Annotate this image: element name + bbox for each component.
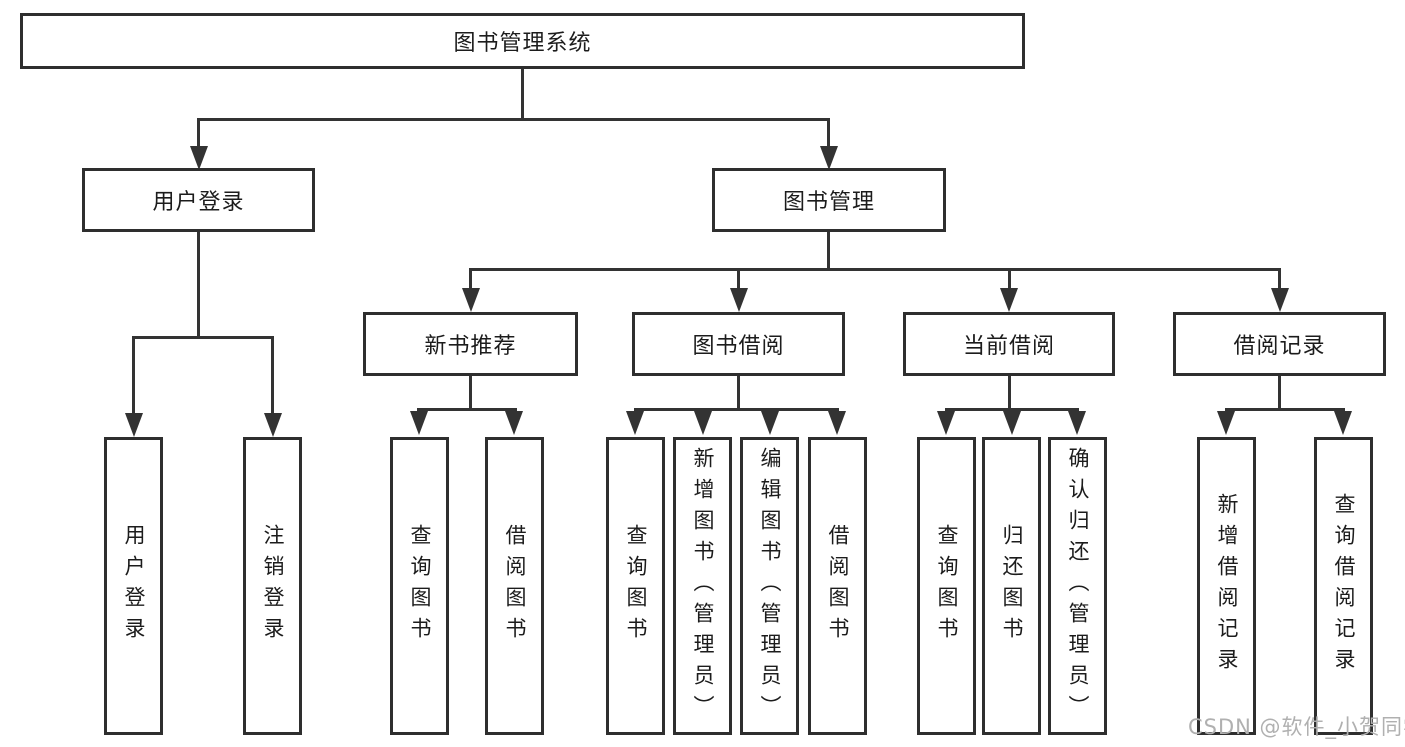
node-current-borrow: 当前借阅: [903, 312, 1115, 376]
connector-line: [737, 376, 740, 411]
node-label: 编辑图书（管理员）: [758, 446, 782, 726]
node-label: 注销登录: [261, 524, 285, 648]
leaf-query-borrow-record: 查询借阅记录: [1314, 437, 1373, 735]
connector-line: [469, 271, 472, 290]
arrowhead-icon: [937, 411, 955, 435]
arrowhead-icon: [694, 411, 712, 435]
connector-line: [469, 268, 1281, 271]
leaf-return-books: 归还图书: [982, 437, 1041, 735]
arrowhead-icon: [410, 411, 428, 435]
node-label: 借阅记录: [1233, 334, 1326, 359]
arrowhead-icon: [626, 411, 644, 435]
node-label: 用户登录: [152, 190, 245, 215]
leaf-edit-books-admin: 编辑图书（管理员）: [740, 437, 799, 735]
connector-line: [827, 232, 830, 271]
leaf-borrow-books: 借阅图书: [808, 437, 867, 735]
arrowhead-icon: [1003, 411, 1021, 435]
connector-line: [1008, 271, 1011, 290]
arrowhead-icon: [1217, 411, 1235, 435]
connector-line: [1225, 408, 1345, 411]
leaf-borrow-books: 借阅图书: [485, 437, 544, 735]
connector-line: [737, 271, 740, 290]
arrowhead-icon: [190, 146, 208, 170]
node-label: 当前借阅: [962, 334, 1055, 359]
connector-line: [197, 232, 200, 339]
arrowhead-icon: [1334, 411, 1352, 435]
connector-line: [521, 69, 524, 121]
node-label: 图书借阅: [692, 334, 785, 359]
arrowhead-icon: [1271, 288, 1289, 312]
node-label: 用户登录: [122, 524, 146, 648]
leaf-user-login: 用户登录: [104, 437, 163, 735]
node-label: 图书管理: [782, 190, 875, 215]
arrowhead-icon: [828, 411, 846, 435]
node-label: 新增借阅记录: [1215, 493, 1239, 679]
node-label: 归还图书: [1000, 524, 1024, 648]
connector-line: [197, 118, 830, 121]
arrowhead-icon: [1068, 411, 1086, 435]
connector-line: [1278, 376, 1281, 411]
arrowhead-icon: [1000, 288, 1018, 312]
connector-line: [469, 376, 472, 411]
node-label: 借阅图书: [826, 524, 850, 648]
node-label: 图书管理系统: [453, 31, 592, 56]
watermark: CSDN @软件_小贺同学: [1188, 715, 1405, 739]
connector-line: [197, 118, 200, 150]
leaf-query-books: 查询图书: [917, 437, 976, 735]
node-label: 查询图书: [935, 524, 959, 648]
leaf-add-borrow-record: 新增借阅记录: [1197, 437, 1256, 735]
arrowhead-icon: [505, 411, 523, 435]
node-label: 借阅图书: [503, 524, 527, 648]
node-label: 新增图书（管理员）: [691, 446, 715, 726]
arrowhead-icon: [820, 146, 838, 170]
connector-line: [417, 408, 517, 411]
node-book-management: 图书管理: [712, 168, 946, 232]
connector-line: [1278, 271, 1281, 290]
node-borrow-records: 借阅记录: [1173, 312, 1386, 376]
leaf-add-books-admin: 新增图书（管理员）: [673, 437, 732, 735]
leaf-logout: 注销登录: [243, 437, 302, 735]
node-label: 查询图书: [408, 524, 432, 648]
leaf-query-books: 查询图书: [606, 437, 665, 735]
node-label: 查询图书: [624, 524, 648, 648]
arrowhead-icon: [125, 413, 143, 437]
connector-line: [827, 118, 830, 150]
arrowhead-icon: [462, 288, 480, 312]
arrowhead-icon: [730, 288, 748, 312]
node-label: 新书推荐: [424, 334, 517, 359]
node-label: 查询借阅记录: [1332, 493, 1356, 679]
node-new-book-recommend: 新书推荐: [363, 312, 578, 376]
leaf-query-books: 查询图书: [390, 437, 449, 735]
connector-line: [132, 339, 135, 415]
node-library-system: 图书管理系统: [20, 13, 1025, 69]
connector-line: [1008, 376, 1011, 411]
arrowhead-icon: [761, 411, 779, 435]
node-label: 确认归还（管理员）: [1066, 446, 1090, 726]
connector-line: [634, 408, 839, 411]
leaf-confirm-return-admin: 确认归还（管理员）: [1048, 437, 1107, 735]
connector-line: [945, 408, 1079, 411]
node-user-login: 用户登录: [82, 168, 315, 232]
connector-line: [132, 336, 274, 339]
arrowhead-icon: [264, 413, 282, 437]
node-book-borrow: 图书借阅: [632, 312, 845, 376]
connector-line: [271, 339, 274, 415]
